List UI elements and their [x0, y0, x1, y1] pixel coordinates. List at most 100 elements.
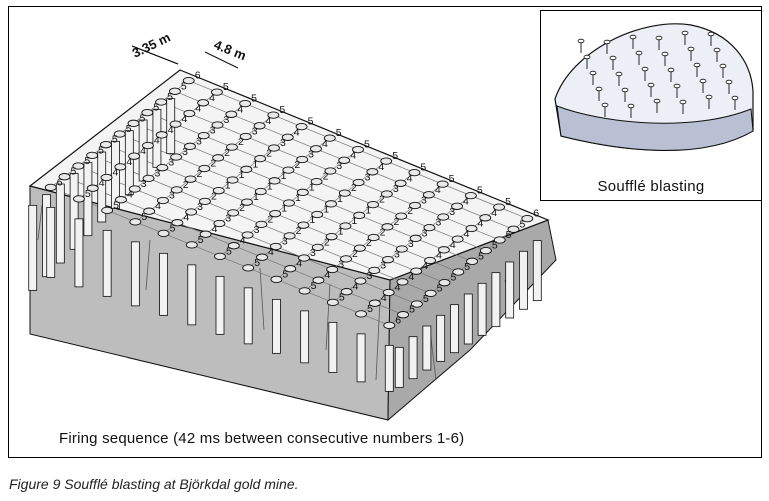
firing-number: 2: [197, 168, 203, 180]
firing-number: 6: [195, 70, 201, 82]
drill-hole: [326, 265, 339, 274]
drill-hole: [466, 257, 479, 265]
firing-number: 3: [280, 137, 286, 149]
firing-number: 2: [210, 158, 216, 170]
drill-hole: [128, 152, 141, 160]
drill-hole: [296, 188, 309, 196]
firing-number: 5: [113, 199, 119, 211]
drill-hole: [325, 233, 338, 241]
drill-hole: [312, 276, 325, 284]
drill-hole: [352, 145, 364, 154]
drill-hole: [367, 201, 379, 209]
drill-hole: [367, 233, 380, 242]
drill-hole: [212, 154, 225, 162]
drill-hole: [169, 120, 182, 128]
firing-number: 3: [155, 167, 161, 179]
dome-hole-collar: [577, 38, 585, 44]
firing-sequence-label: Firing sequence (42 ms between consecuti…: [59, 430, 465, 447]
drill-hole: [323, 134, 336, 142]
firing-number: 3: [336, 160, 342, 172]
hole-casing: [491, 272, 501, 328]
firing-number: 3: [380, 259, 386, 271]
drill-hole: [129, 218, 142, 226]
drill-hole: [226, 176, 239, 184]
drill-hole: [366, 168, 379, 176]
firing-number: 4: [378, 161, 384, 173]
drill-hole: [86, 184, 99, 192]
firing-number: 4: [182, 113, 188, 125]
firing-number: 5: [519, 218, 525, 230]
firing-number: 3: [196, 135, 202, 147]
firing-number: 1: [239, 169, 245, 181]
dome-hole-collar: [647, 82, 655, 88]
dome-hole-collar: [693, 62, 701, 68]
firing-number: 1: [253, 191, 259, 203]
firing-number: 1: [252, 158, 258, 170]
drill-hole: [381, 223, 394, 231]
drill-hole: [241, 231, 254, 239]
firing-number: 1: [295, 192, 301, 204]
firing-number: 3: [394, 249, 400, 261]
firing-number: 3: [310, 247, 316, 259]
firing-number: 1: [309, 214, 315, 226]
dome-hole-collar: [601, 102, 609, 108]
dome-hole-collar: [681, 30, 689, 36]
firing-number: 2: [211, 190, 217, 202]
firing-number: 4: [183, 212, 189, 224]
drill-hole: [368, 299, 381, 307]
hole-casing: [422, 325, 432, 371]
dome-hole-collar: [655, 35, 663, 41]
dome-hole-collar: [673, 83, 681, 89]
drill-hole: [465, 224, 478, 233]
firing-number: 2: [294, 159, 300, 171]
drill-hole: [437, 246, 450, 254]
dome-hole-collar: [653, 98, 661, 104]
drill-hole: [226, 143, 238, 151]
drill-hole: [382, 256, 395, 264]
firing-number: 4: [126, 156, 132, 168]
drill-hole: [436, 180, 449, 188]
firing-number: 5: [420, 162, 426, 174]
drill-hole: [283, 232, 296, 240]
dome-hole-collar: [667, 67, 675, 73]
drill-hole: [410, 300, 423, 308]
firing-number: 1: [338, 226, 344, 238]
hole-casing: [138, 119, 148, 182]
firing-number: 4: [450, 239, 456, 251]
hole-casing: [215, 275, 225, 335]
firing-number: 3: [393, 183, 399, 195]
drill-hole: [296, 155, 309, 164]
drill-hole: [197, 132, 210, 140]
drill-hole: [380, 190, 393, 198]
drill-hole: [184, 175, 197, 183]
drill-hole: [156, 164, 169, 172]
drill-hole: [410, 267, 423, 275]
drill-hole: [268, 144, 280, 152]
firing-number: 3: [182, 146, 188, 158]
dome-hole-collar: [629, 34, 637, 40]
firing-number: 4: [113, 167, 119, 179]
drill-hole: [197, 99, 210, 107]
firing-number: 2: [224, 147, 230, 159]
drill-hole: [424, 256, 437, 265]
firing-number: 5: [311, 280, 317, 292]
dome-shadow: [556, 105, 754, 151]
dome-hole-collar: [699, 78, 707, 84]
dome-hole-collar: [615, 71, 623, 77]
firing-number: 5: [478, 250, 484, 262]
firing-number: 5: [140, 112, 146, 124]
drill-hole: [395, 212, 408, 220]
drill-hole: [141, 109, 154, 117]
hole-casing: [187, 264, 197, 326]
drill-hole: [493, 203, 506, 211]
hole-casing: [463, 293, 473, 345]
drill-hole: [355, 310, 368, 318]
drill-hole: [325, 200, 337, 208]
firing-number: 5: [308, 116, 314, 128]
drill-hole: [256, 253, 268, 261]
drill-hole: [213, 219, 226, 228]
drill-hole: [254, 187, 267, 196]
dome-hole-collar: [595, 86, 603, 92]
drill-hole: [282, 166, 295, 174]
firing-number: 4: [294, 126, 300, 138]
